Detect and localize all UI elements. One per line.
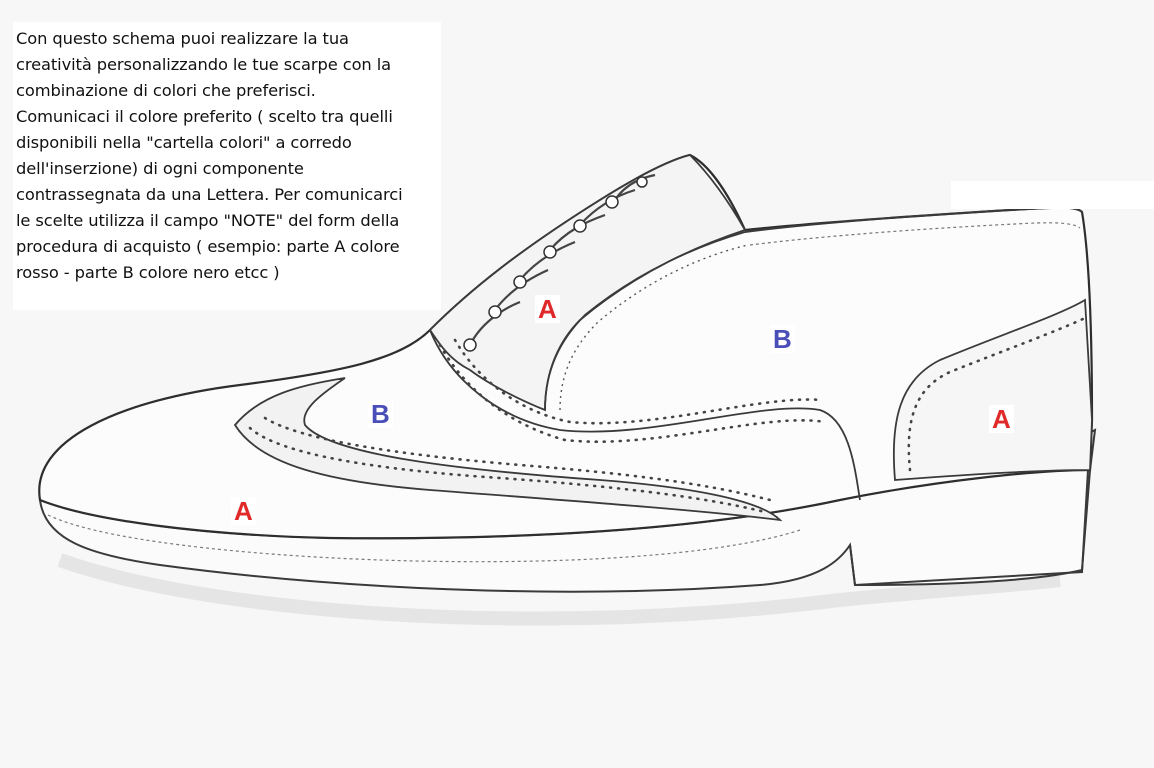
quarter-edge [544,231,746,411]
ground-shadow [57,553,1061,626]
instructions-line: combinazione di colori che preferisci. [16,81,316,100]
label-a-heel-counter: A [989,405,1014,433]
heel-block [849,469,1089,587]
heel-counter [892,298,1093,481]
instructions-line: procedura di acquisto ( esempio: parte A… [16,237,400,256]
instructions-box: Con questo schema puoi realizzare la tua… [13,22,441,310]
instructions-line: contrassegnata da una Lettera. Per comun… [16,185,403,204]
instructions-line: Comunicaci il colore preferito ( scelto … [16,107,393,126]
instructions-line: dell'inserzione) di ogni componente [16,159,304,178]
label-a-quarter-lace: A [535,295,560,323]
instructions-line: Con questo schema puoi realizzare la tua [16,29,349,48]
instructions-line: rosso - parte B colore nero etcc ) [16,263,280,282]
instructions-line: creatività personalizzando le tue scarpe… [16,55,392,74]
blank-patch [951,181,1154,209]
welt-stitch [47,514,801,563]
label-b-vamp: B [770,325,795,353]
instructions-line: le scelte utilizza il campo "NOTE" del f… [16,211,400,230]
label-b-wingtip: B [368,400,393,428]
eyelets [463,176,648,352]
instructions-line: disponibili nella "cartella colori" a co… [16,133,352,152]
wingtip-band [233,377,783,522]
label-a-toe: A [231,497,256,525]
